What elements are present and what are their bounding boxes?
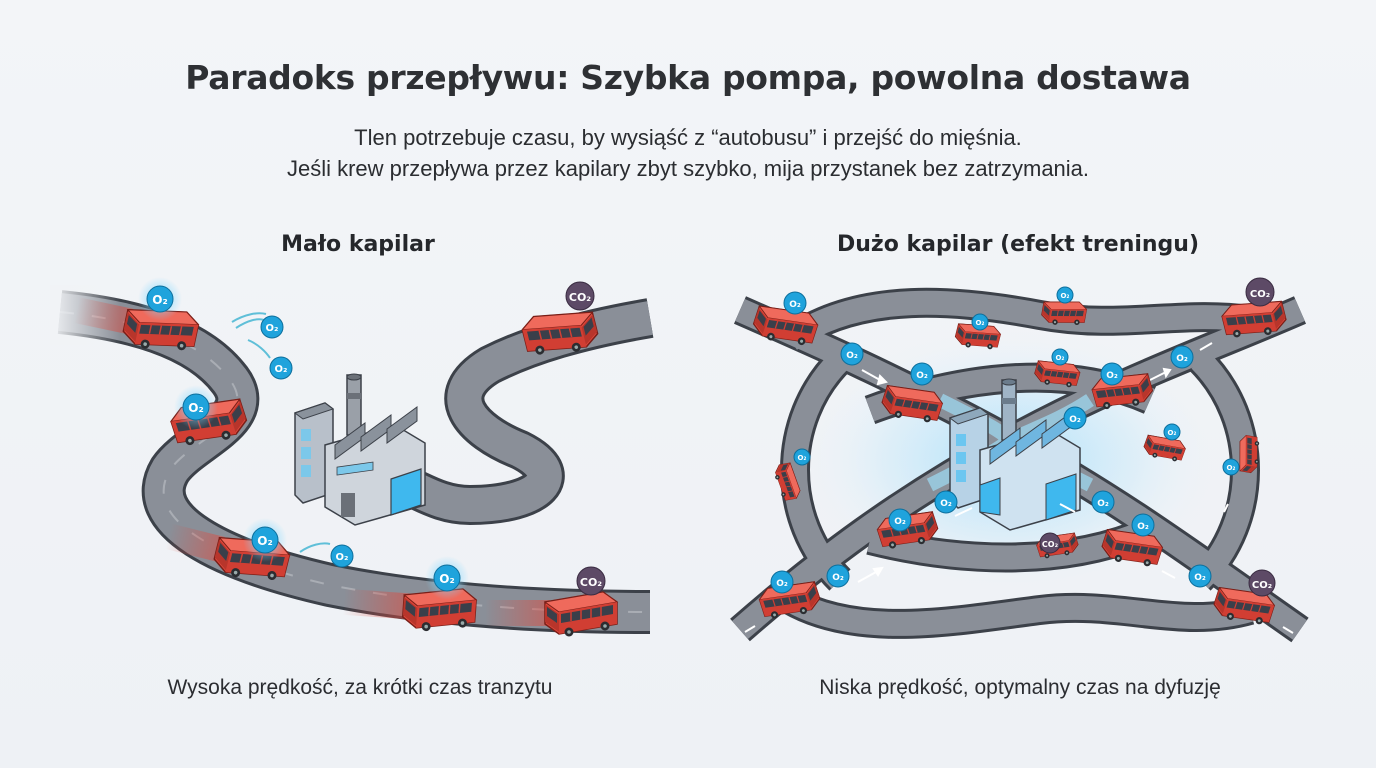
o2-molecule: O₂ — [425, 556, 469, 600]
factory-icon — [293, 373, 426, 526]
svg-text:O₂: O₂ — [776, 579, 788, 589]
bus-1 — [74, 297, 202, 360]
bus-5 — [485, 591, 618, 638]
o2-molecule: O₂ — [770, 570, 794, 594]
o2-molecule: O₂ — [826, 564, 850, 588]
svg-text:O₂: O₂ — [266, 323, 279, 334]
svg-text:O₂: O₂ — [275, 364, 288, 375]
o2-molecule: O₂ — [840, 342, 864, 366]
svg-text:O₂: O₂ — [975, 319, 984, 327]
right-panel-title: Dużo kapilar (efekt treningu) — [836, 232, 1200, 257]
o2-molecule: O₂ — [1051, 348, 1069, 366]
svg-text:CO₂: CO₂ — [1252, 580, 1272, 591]
svg-text:O₂: O₂ — [789, 300, 801, 310]
co2-molecule: CO₂ — [565, 281, 595, 311]
o2-molecule: O₂ — [1188, 564, 1212, 588]
flow-arrows — [744, 342, 1294, 634]
o2-molecule: O₂ — [138, 277, 182, 321]
co2-molecule: CO₂ — [1039, 532, 1061, 554]
svg-text:O₂: O₂ — [1194, 573, 1206, 583]
svg-text:O₂: O₂ — [257, 534, 272, 548]
svg-text:O₂: O₂ — [1176, 354, 1188, 364]
page-subtitle: Tlen potrzebuje czasu, by wysiąść z “aut… — [0, 122, 1376, 184]
left-panel-title: Mało kapilar — [281, 232, 435, 257]
svg-text:O₂: O₂ — [1167, 429, 1176, 437]
o2-molecule: O₂ — [793, 448, 811, 466]
o2-molecule: O₂ — [330, 544, 354, 568]
svg-text:O₂: O₂ — [894, 517, 906, 527]
svg-text:O₂: O₂ — [188, 401, 203, 415]
right-scene-many-capillaries: O₂ O₂ O₂ O₂ O₂ O₂ O₂ O₂ O₂ O₂ O₂ O₂ O₂ O… — [690, 277, 1376, 670]
svg-text:O₂: O₂ — [832, 573, 844, 583]
o2-molecule: O₂ — [1222, 458, 1240, 476]
svg-text:O₂: O₂ — [439, 572, 454, 586]
page-title: Paradoks przepływu: Szybka pompa, powoln… — [185, 58, 1191, 97]
o2-molecule: O₂ — [910, 362, 934, 386]
o2-molecule: O₂ — [1131, 513, 1155, 537]
svg-text:O₂: O₂ — [940, 499, 952, 509]
svg-text:O₂: O₂ — [1055, 354, 1064, 362]
o2-molecule: O₂ — [1063, 406, 1087, 430]
svg-text:O₂: O₂ — [336, 552, 349, 563]
o2-molecule: O₂ — [1100, 362, 1124, 386]
svg-text:CO₂: CO₂ — [569, 291, 591, 304]
o2-molecule: O₂ — [269, 356, 293, 380]
bus-4 — [342, 584, 478, 636]
svg-text:O₂: O₂ — [1137, 522, 1149, 532]
o2-molecule: O₂ — [174, 385, 218, 429]
subtitle-line-2: Jeśli krew przepływa przez kapilary zbyt… — [286, 156, 1090, 181]
svg-text:O₂: O₂ — [1097, 499, 1109, 509]
motion-lines — [231, 312, 331, 553]
factory-icon-glowing — [948, 378, 1081, 531]
bus-3 — [165, 523, 293, 590]
o2-molecule: O₂ — [1163, 423, 1181, 441]
left-panel-caption: Wysoka prędkość, za krótki czas tranzytu — [167, 676, 553, 699]
svg-text:O₂: O₂ — [1060, 292, 1069, 300]
o2-molecule: O₂ — [1091, 490, 1115, 514]
svg-text:CO₂: CO₂ — [580, 576, 602, 589]
o2-molecule: O₂ — [934, 490, 958, 514]
svg-text:O₂: O₂ — [797, 454, 806, 462]
o2-molecule: O₂ — [243, 518, 287, 562]
right-panel-caption: Niska prędkość, optymalny czas na dyfuzj… — [819, 676, 1221, 699]
subtitle-line-1: Tlen potrzebuje czasu, by wysiąść z “aut… — [354, 125, 1022, 150]
left-scene-few-capillaries: O₂ O₂ O₂ O₂ O₂ O₂ O₂ CO₂ CO₂ — [50, 277, 654, 638]
svg-text:CO₂: CO₂ — [1042, 540, 1059, 549]
svg-text:CO₂: CO₂ — [1250, 289, 1270, 300]
o2-molecule: O₂ — [888, 508, 912, 532]
svg-text:O₂: O₂ — [1069, 415, 1081, 425]
svg-text:O₂: O₂ — [152, 293, 167, 307]
co2-molecule: CO₂ — [576, 566, 606, 596]
co2-molecule: CO₂ — [1245, 277, 1275, 307]
o2-molecule: O₂ — [1056, 286, 1074, 304]
svg-text:O₂: O₂ — [846, 351, 858, 361]
o2-molecule: O₂ — [1170, 345, 1194, 369]
o2-molecule: O₂ — [783, 291, 807, 315]
svg-text:O₂: O₂ — [916, 371, 928, 381]
svg-text:O₂: O₂ — [1226, 464, 1235, 472]
o2-molecule: O₂ — [260, 315, 284, 339]
o2-molecule: O₂ — [971, 313, 989, 331]
svg-text:O₂: O₂ — [1106, 371, 1118, 381]
co2-molecule: CO₂ — [1248, 569, 1276, 597]
